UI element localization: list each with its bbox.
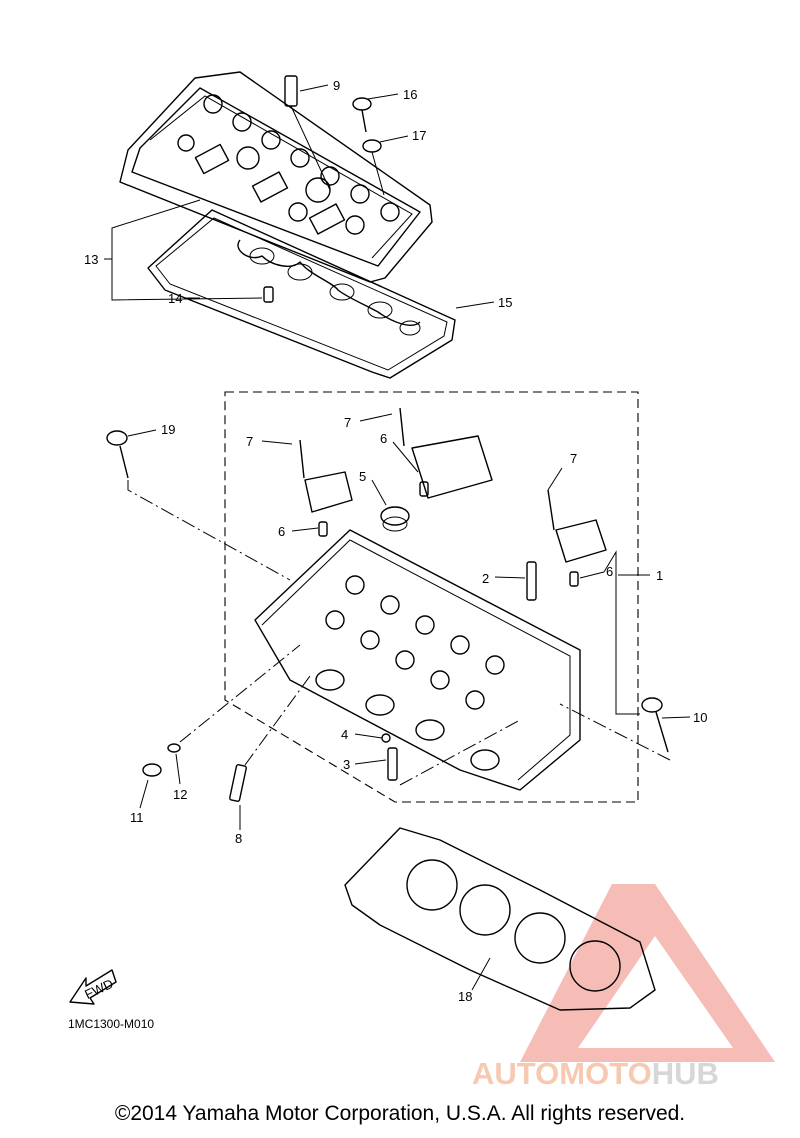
fwd-label: FWD bbox=[82, 976, 115, 1002]
callout-16: 16 bbox=[403, 87, 417, 102]
callout-9: 9 bbox=[333, 78, 340, 93]
callout-4: 4 bbox=[341, 727, 348, 742]
cylinder-head-cover bbox=[119, 71, 433, 283]
dowel-6a bbox=[318, 521, 328, 537]
dowel-14 bbox=[263, 286, 274, 303]
seal-5 bbox=[380, 506, 410, 532]
head-gasket bbox=[344, 827, 656, 1011]
callout-17: 17 bbox=[412, 128, 426, 143]
plug-gasket-set bbox=[237, 239, 421, 336]
callout-5: 5 bbox=[359, 469, 366, 484]
stud-8 bbox=[229, 764, 247, 802]
alignment-line-3 bbox=[399, 719, 521, 786]
spark-plug bbox=[284, 75, 331, 191]
washer-12 bbox=[167, 743, 181, 753]
alignment-line-10 bbox=[559, 703, 671, 761]
callout-6a: 6 bbox=[278, 524, 285, 539]
callout-6c: 6 bbox=[606, 564, 613, 579]
watermark-logo bbox=[520, 884, 775, 1062]
cam-cap-b bbox=[399, 407, 493, 499]
callout-7a: 7 bbox=[246, 434, 253, 449]
callout-8: 8 bbox=[235, 831, 242, 846]
callout-13: 13 bbox=[84, 252, 98, 267]
guide-2 bbox=[526, 561, 537, 601]
bolt-10 bbox=[641, 697, 669, 753]
leader-lines bbox=[104, 84, 691, 991]
callout-12: 12 bbox=[173, 787, 187, 802]
clip-4 bbox=[381, 733, 391, 743]
fwd-arrow-icon: FWD bbox=[69, 969, 117, 1005]
cam-cap-c bbox=[547, 489, 607, 563]
bolt-19 bbox=[106, 430, 129, 479]
callout-6b: 6 bbox=[380, 431, 387, 446]
bolt-11 bbox=[142, 763, 162, 777]
callout-3: 3 bbox=[343, 757, 350, 772]
callout-2: 2 bbox=[482, 571, 489, 586]
watermark-text-part2: HUB bbox=[651, 1056, 719, 1091]
callout-7b: 7 bbox=[344, 415, 351, 430]
watermark-text: AUTOMOTOHUB bbox=[472, 1056, 719, 1092]
bolt-16 bbox=[352, 97, 372, 133]
alignment-line-19 bbox=[127, 480, 291, 581]
head-cover-gasket bbox=[147, 209, 456, 379]
callout-1: 1 bbox=[656, 568, 663, 583]
alignment-line-8 bbox=[244, 675, 311, 766]
guide-3 bbox=[387, 747, 398, 781]
dowel-6c bbox=[569, 571, 579, 587]
assembly-boundary bbox=[224, 391, 639, 803]
cylinder-head bbox=[254, 529, 581, 791]
callout-14: 14 bbox=[168, 291, 182, 306]
callout-7c: 7 bbox=[570, 451, 577, 466]
callout-labels: 1 2 3 4 5 6 6 6 7 7 7 8 9 10 11 12 13 14… bbox=[84, 78, 707, 1004]
copyright-notice: ©2014 Yamaha Motor Corporation, U.S.A. A… bbox=[114, 1102, 686, 1125]
callout-10: 10 bbox=[693, 710, 707, 725]
grommet-17 bbox=[362, 139, 385, 196]
callout-15: 15 bbox=[498, 295, 512, 310]
callout-18: 18 bbox=[458, 989, 472, 1004]
cam-cap-a bbox=[299, 439, 353, 513]
alignment-line-12 bbox=[179, 644, 301, 743]
dowel-6b bbox=[419, 481, 429, 497]
callout-11: 11 bbox=[130, 810, 144, 825]
watermark-text-part1: AUTOMOTO bbox=[472, 1056, 652, 1091]
callout-19: 19 bbox=[161, 422, 175, 437]
diagram-code: 1MC1300-M010 bbox=[68, 1017, 155, 1031]
